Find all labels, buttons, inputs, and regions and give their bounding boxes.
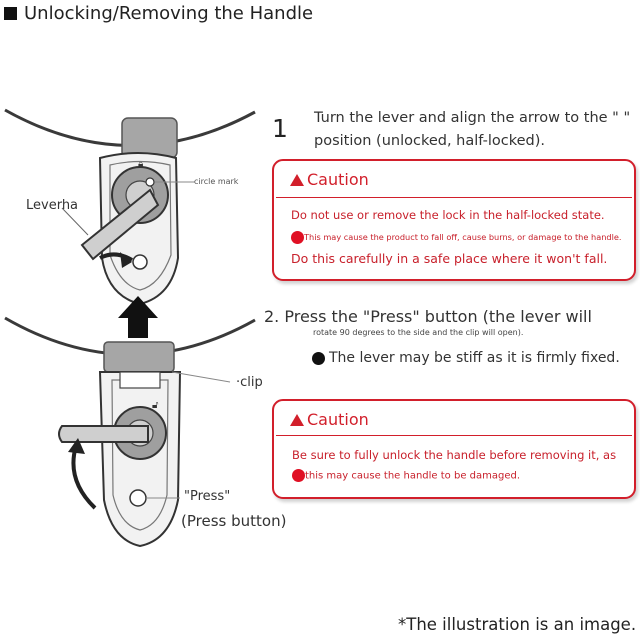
caution1-line2-text: This may cause the product to fall off, … [304,232,622,242]
illustration-footnote: *The illustration is an image. [398,615,637,634]
step2-note: The lever may be stiff as it is firmly f… [312,350,620,366]
warning-triangle-icon [290,414,304,426]
caution1-line2: This may cause the product to fall off, … [291,231,622,244]
caution2-heading: Caution [290,410,369,429]
red-bullet-icon [292,469,305,482]
caution2-line2: this may cause the handle to be damaged. [292,469,520,482]
caution1-divider [276,197,632,198]
step2-line1: 2. Press the "Press" button (the lever w… [264,307,592,326]
handle-illustration: 🔒︎ 🔓︎ [4,108,256,548]
step1-line2: position (unlocked, half-locked). [314,133,545,149]
svg-text:🔓︎: 🔓︎ [152,400,159,411]
caution-box-1: Caution Do not use or remove the lock in… [272,159,636,281]
title-square-icon [4,7,17,20]
lever-label: Leverha [26,198,79,213]
caution2-heading-text: Caution [307,410,369,429]
caution-box-2: Caution Be sure to fully unlock the hand… [272,399,636,499]
caution2-line1: Be sure to fully unlock the handle befor… [292,448,617,462]
page-title: Unlocking/Removing the Handle [4,3,313,24]
caution2-line2-text: this may cause the handle to be damaged. [305,470,521,482]
up-arrow-icon [118,296,158,338]
caution1-line1: Do not use or remove the lock in the hal… [291,208,605,222]
press-button-label: (Press button) [181,512,287,530]
caution2-divider [276,435,632,436]
press-label: "Press" [184,489,231,504]
page-title-text: Unlocking/Removing the Handle [24,3,314,24]
svg-text:🔒︎: 🔒︎ [138,159,143,170]
warning-triangle-icon [290,174,304,186]
clip-label: ·clip [236,375,263,390]
step2-line2: rotate 90 degrees to the side and the cl… [313,328,524,337]
step2-note-text: The lever may be stiff as it is firmly f… [329,350,620,366]
step1-number: 1 [272,114,288,143]
step1-line1: Turn the lever and align the arrow to th… [314,110,631,126]
caution1-heading: Caution [290,170,369,189]
bottom-handle-figure: 🔓︎ [4,316,256,548]
circle-mark-label: circle mark [194,177,239,186]
caution1-line3: Do this carefully in a safe place where … [291,251,608,266]
red-bullet-icon [291,231,304,244]
caution1-heading-text: Caution [307,170,369,189]
black-bullet-icon [312,351,325,365]
top-handle-figure: 🔒︎ [4,108,256,306]
